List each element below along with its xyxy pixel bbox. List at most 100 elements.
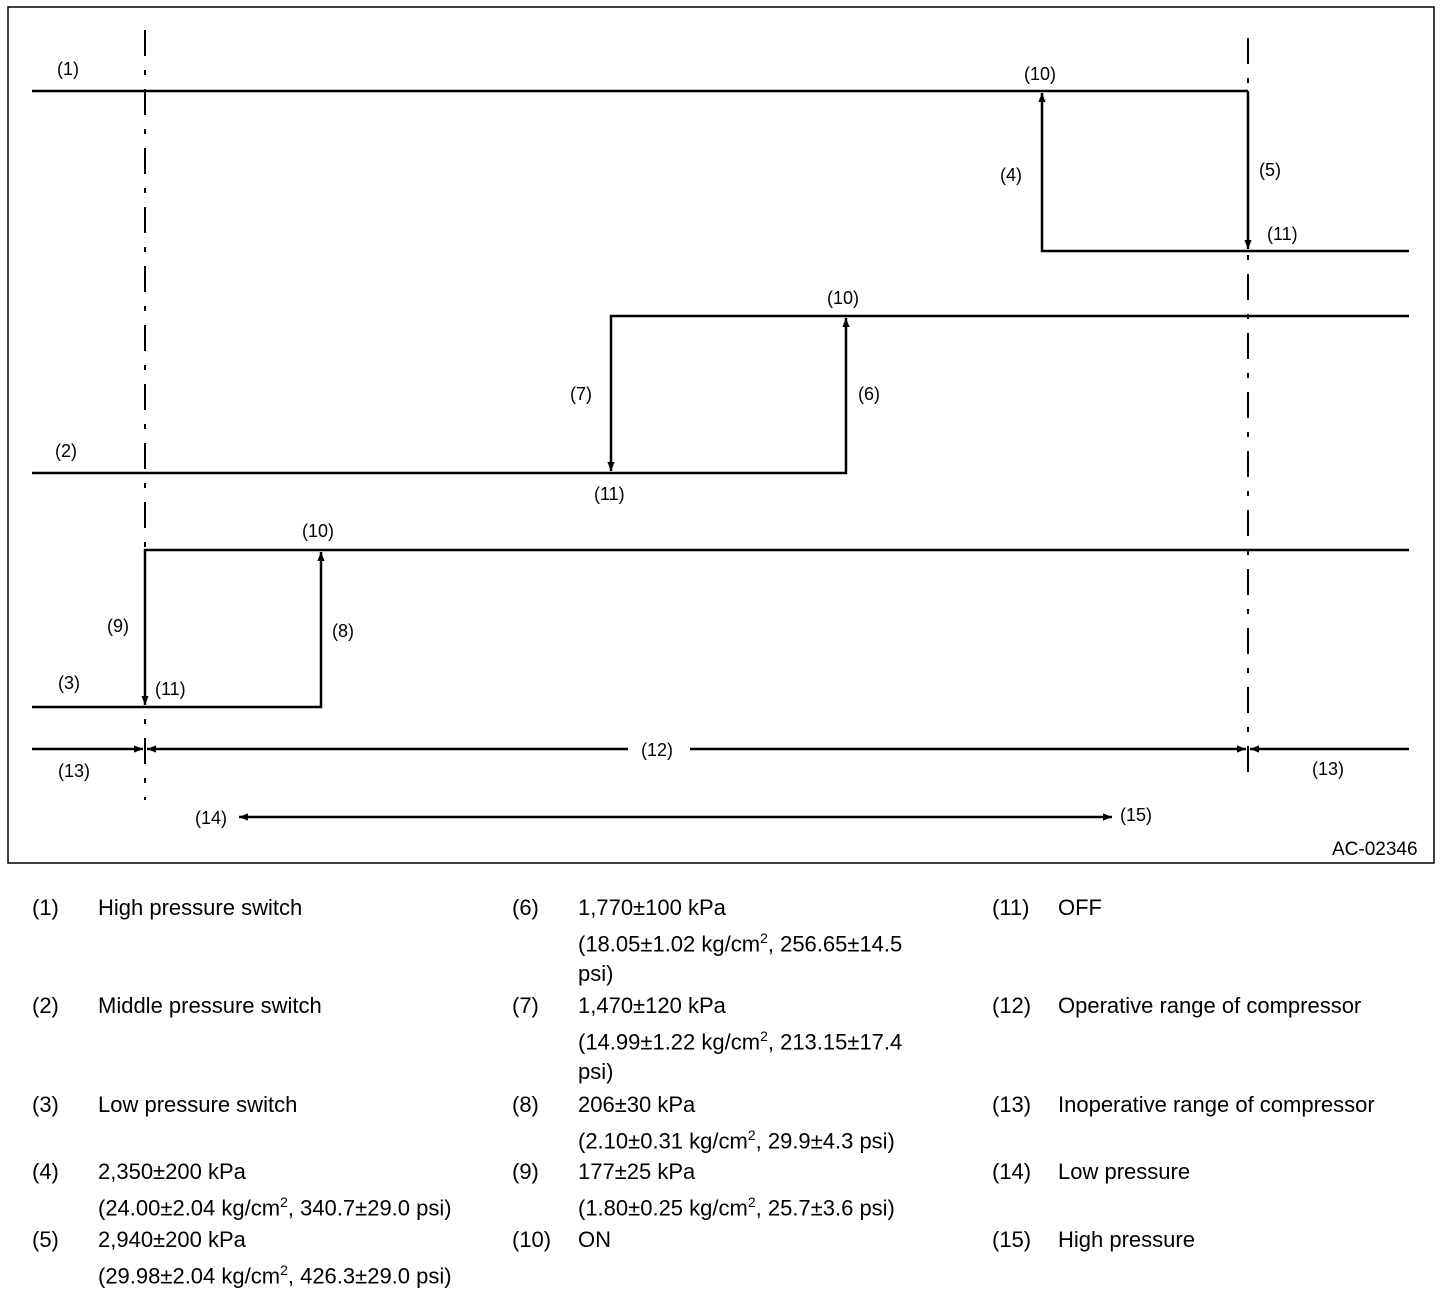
legend-line: Low pressure switch	[98, 1092, 298, 1117]
legend-item: (3) Low pressure switch	[32, 1090, 297, 1120]
legend-line-text: (29.98±2.04 kg/cm	[98, 1263, 281, 1289]
legend-line: (24.00±2.04 kg/cm2, 340.7±29.0 psi)	[98, 1187, 452, 1223]
legend-description: 2,350±200 kPa(24.00±2.04 kg/cm2, 340.7±2…	[98, 1157, 452, 1223]
superscript-2: 2	[280, 1194, 288, 1210]
legend-description: ON	[578, 1225, 611, 1255]
legend-line-text: (1.80±0.25 kg/cm	[578, 1195, 748, 1221]
legend-line: ON	[578, 1227, 611, 1252]
middle-pressure-switch-line	[32, 318, 850, 475]
legend-line-text: , 340.7±29.0 psi)	[287, 1195, 452, 1221]
label-14: (14)	[195, 808, 227, 828]
label-10-middle: (10)	[827, 288, 859, 308]
legend-number: (12)	[992, 993, 1032, 1018]
pressure-switch-diagram: (1) (10) (4) (5) (11) (10) (7) (6) (2) (…	[7, 6, 1435, 864]
legend-item: (7) 1,470±120 kPa (14.99±1.22 kg/cm2, 213.…	[512, 991, 902, 1087]
legend-line: High pressure switch	[98, 895, 303, 920]
legend-description: Low pressure	[1058, 1157, 1190, 1187]
legend-line-text: , 29.9±4.3 psi)	[755, 1128, 895, 1154]
legend-item: (15)High pressure	[992, 1225, 1195, 1255]
label-5: (5)	[1259, 160, 1281, 180]
superscript-2: 2	[760, 930, 768, 946]
legend-number: (4)	[32, 1159, 59, 1184]
label-15: (15)	[1120, 805, 1152, 825]
legend-line: Low pressure	[1058, 1159, 1191, 1184]
legend-number: (5)	[32, 1227, 59, 1252]
legend-line: (29.98±2.04 kg/cm2, 426.3±29.0 psi)	[98, 1255, 452, 1291]
low-pressure-on-line	[141, 548, 1409, 705]
legend-description: 2,940±200 kPa (29.98±2.04 kg/cm2, 426.3±2…	[98, 1225, 452, 1291]
high-pressure-off-line	[1038, 93, 1409, 253]
legend-description: Operative range of compressor	[1058, 991, 1361, 1021]
low-pressure-switch-line	[32, 552, 325, 709]
middle-pressure-on-line	[607, 314, 1409, 471]
legend-line-text: , 426.3±29.0 psi)	[287, 1263, 452, 1289]
superscript-2: 2	[747, 1194, 756, 1210]
legend: (1) High pressure switch (2) Middle pressur…	[0, 893, 1456, 1293]
legend-line: 2,940±200 kPa	[98, 1227, 246, 1252]
legend-line: 177±25 kPa	[578, 1159, 696, 1184]
legend-line-text: (2.10±0.31 kg/cm	[578, 1128, 748, 1154]
label-3: (3)	[58, 673, 80, 693]
legend-number: (13)	[992, 1092, 1032, 1117]
label-1: (1)	[57, 59, 79, 79]
legend-line: (1.80±0.25 kg/cm2, 25.7±3.6 psi)	[578, 1187, 895, 1223]
legend-line: psi)	[578, 1059, 614, 1085]
legend-line-text: (18.05±1.02 kg/cm	[578, 931, 761, 957]
label-7: (7)	[570, 384, 592, 404]
legend-item: (6)1,770±100 kPa(18.05±1.02 kg/cm2, 256.…	[512, 893, 902, 989]
legend-line: 206±30 kPa	[578, 1092, 696, 1117]
legend-line: (14.99±1.22 kg/cm2, 213.15±17.4	[578, 1021, 902, 1057]
legend-description: 1,470±120 kPa (14.99±1.22 kg/cm2, 213.15±…	[578, 991, 902, 1087]
label-11-high: (11)	[1267, 224, 1298, 244]
legend-item: (2) Middle pressure switch	[32, 991, 322, 1021]
label-13-left: (13)	[58, 761, 90, 781]
legend-number: (3)	[32, 1092, 59, 1117]
figure-code: AC-02346	[1332, 839, 1418, 860]
legend-line-text: (24.00±2.04 kg/cm	[98, 1195, 281, 1221]
label-4: (4)	[1000, 165, 1022, 185]
legend-item: (8) 206±30 kPa (2.10±0.31 kg/cm2, 29.9±4.3…	[512, 1090, 895, 1156]
legend-description: 177±25 kPa (1.80±0.25 kg/cm2, 25.7±3.6 ps…	[578, 1157, 895, 1223]
legend-item: (5) 2,940±200 kPa (29.98±2.04 kg/cm2, 426.…	[32, 1225, 452, 1291]
legend-description: Middle pressure switch	[98, 991, 322, 1021]
legend-item: (1) High pressure switch	[32, 893, 302, 923]
legend-line: Inoperative range of compressor	[1058, 1092, 1375, 1117]
legend-description: OFF	[1058, 893, 1102, 923]
legend-line-text: , 25.7±3.6 psi)	[755, 1195, 895, 1221]
label-11-middle: (11)	[594, 484, 625, 504]
legend-number: (14)	[992, 1159, 1032, 1184]
legend-number: (6)	[512, 895, 539, 920]
legend-line-text: , 213.15±17.4	[767, 1029, 903, 1055]
legend-item: (4) 2,350±200 kPa(24.00±2.04 kg/cm2, 340.…	[32, 1157, 452, 1223]
legend-line: OFF	[1058, 895, 1102, 920]
label-8: (8)	[332, 621, 354, 641]
legend-line-text: (14.99±1.22 kg/cm	[578, 1029, 761, 1055]
legend-line-text: , 256.65±14.5	[767, 931, 903, 957]
legend-line: (2.10±0.31 kg/cm2, 29.9±4.3 psi)	[578, 1120, 895, 1156]
legend-line: Operative range of compressor	[1058, 993, 1362, 1018]
superscript-2: 2	[760, 1028, 768, 1044]
legend-item: (11)OFF	[992, 893, 1102, 923]
legend-number: (1)	[32, 895, 59, 920]
legend-line: Middle pressure switch	[98, 993, 322, 1018]
legend-number: (7)	[512, 993, 539, 1018]
label-11-low: (11)	[155, 679, 186, 699]
label-2: (2)	[55, 441, 77, 461]
legend-item: (14) Low pressure	[992, 1157, 1190, 1187]
legend-line: (18.05±1.02 kg/cm2, 256.65±14.5	[578, 923, 902, 959]
legend-item: (12) Operative range of compressor	[992, 991, 1361, 1021]
legend-line: 1,470±120 kPa	[578, 993, 726, 1018]
diagram-frame	[7, 6, 1435, 864]
legend-number: (8)	[512, 1092, 539, 1117]
label-12: (12)	[641, 740, 673, 760]
legend-description: 206±30 kPa (2.10±0.31 kg/cm2, 29.9±4.3 ps…	[578, 1090, 895, 1156]
legend-description: Low pressure switch	[98, 1090, 297, 1120]
legend-item: (13) Inoperative range of compressor	[992, 1090, 1375, 1120]
legend-description: High pressure switch	[98, 893, 302, 923]
label-10-high: (10)	[1024, 64, 1056, 84]
label-9: (9)	[107, 616, 129, 636]
label-13-right: (13)	[1312, 759, 1344, 779]
superscript-2: 2	[280, 1262, 288, 1278]
legend-number: (2)	[32, 993, 59, 1018]
label-6: (6)	[858, 384, 880, 404]
